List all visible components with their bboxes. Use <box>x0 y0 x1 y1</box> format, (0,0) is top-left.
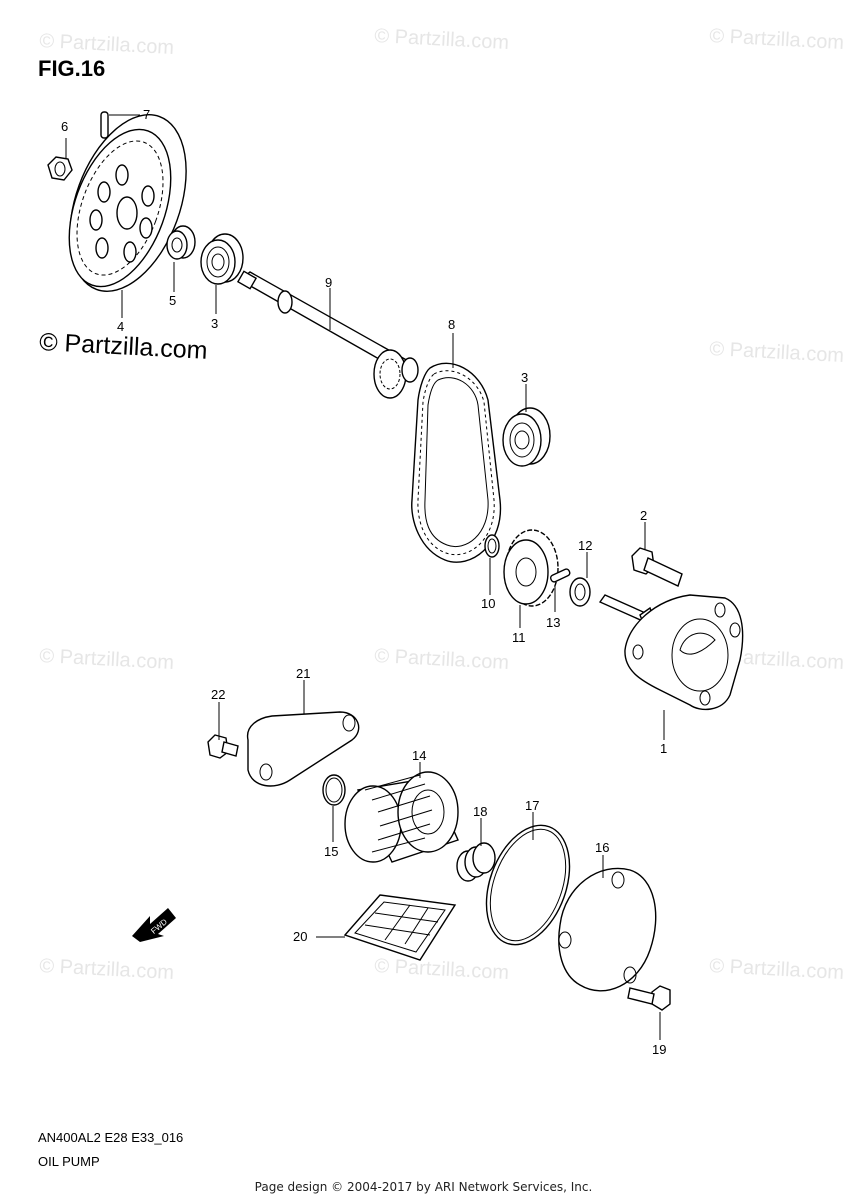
callout-6: 6 <box>61 119 68 134</box>
callout-8: 8 <box>448 317 455 332</box>
part-19-bolt <box>627 985 671 1011</box>
callout-3: 3 <box>211 316 218 331</box>
fwd-arrow-icon: FWD <box>132 908 176 942</box>
part-13-pin <box>549 568 571 583</box>
part-22-bolt <box>207 734 239 759</box>
callout-3: 3 <box>521 370 528 385</box>
part-7-pin <box>100 111 109 139</box>
leader-lines <box>65 114 665 1040</box>
part-21-plate <box>246 711 360 787</box>
part-10-circlip <box>484 534 500 558</box>
part-2-bolt <box>631 547 683 587</box>
part-20-strainer <box>343 894 457 961</box>
part-18-spring <box>456 842 496 882</box>
part-3-bearing-upper <box>200 233 244 285</box>
part-1-oil-pump <box>598 594 744 711</box>
callout-12: 12 <box>578 538 592 553</box>
callout-21: 21 <box>296 666 310 681</box>
callout-20: 20 <box>293 929 307 944</box>
part-3-bearing-lower <box>502 407 551 467</box>
part-9-shaft <box>236 270 419 399</box>
callout-10: 10 <box>481 596 495 611</box>
callout-11: 11 <box>512 630 526 645</box>
part-17-o-ring <box>485 824 571 946</box>
part-11-drive-sprocket <box>503 529 559 607</box>
callout-18: 18 <box>473 804 487 819</box>
figure-title: FIG.16 <box>38 56 106 81</box>
part-4-driven-gear <box>68 114 187 292</box>
callout-16: 16 <box>595 840 609 855</box>
callout-19: 19 <box>652 1042 666 1057</box>
model-code: AN400AL2 E28 E33_016 <box>38 1130 184 1145</box>
callout-4: 4 <box>117 319 124 334</box>
callout-17: 17 <box>525 798 539 813</box>
callout-2: 2 <box>640 508 647 523</box>
part-14-oil-filter <box>344 771 459 863</box>
part-6-nut <box>47 156 73 181</box>
page-footer: Page design © 2004-2017 by ARI Network S… <box>254 1180 593 1194</box>
part-group-name: OIL PUMP <box>38 1154 100 1169</box>
part-15-o-ring <box>322 774 346 806</box>
callout-22: 22 <box>211 687 225 702</box>
callout-15: 15 <box>324 844 338 859</box>
callout-13: 13 <box>546 615 560 630</box>
part-12-washer <box>569 577 591 607</box>
callout-5: 5 <box>169 293 176 308</box>
part-16-filter-cap <box>558 867 657 992</box>
callout-7: 7 <box>143 107 150 122</box>
callout-numbers: 6 7 4 5 3 9 8 3 10 11 13 12 2 1 21 22 15… <box>61 107 667 1057</box>
callout-14: 14 <box>412 748 426 763</box>
part-5-spacer <box>166 225 196 260</box>
callout-9: 9 <box>325 275 332 290</box>
callout-1: 1 <box>660 741 667 756</box>
part-8-chain <box>411 362 502 563</box>
